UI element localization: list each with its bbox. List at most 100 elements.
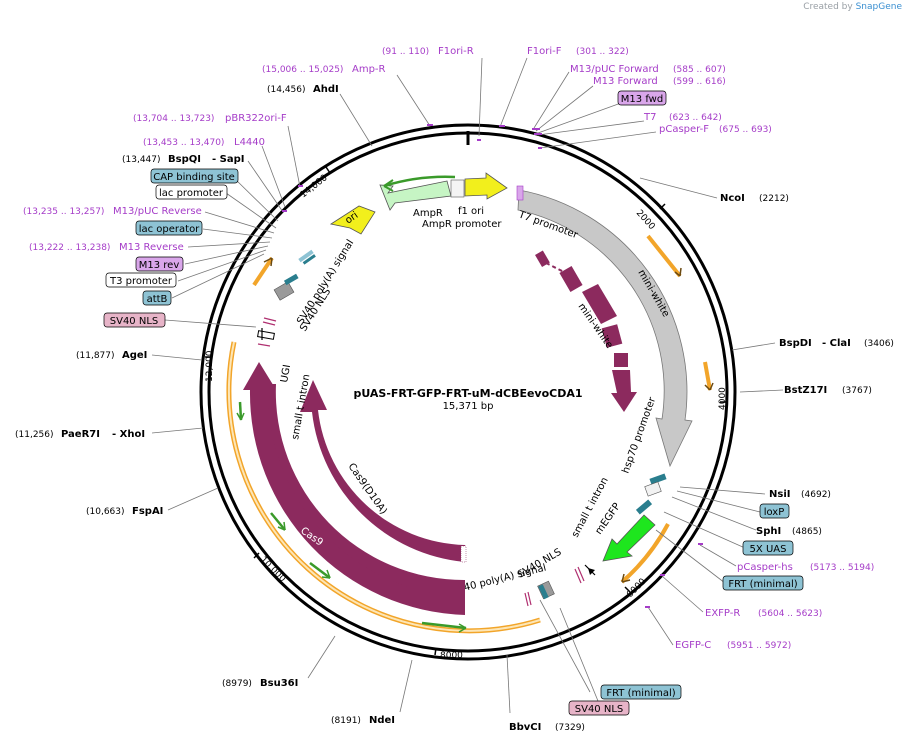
f1ori-arrow [464, 172, 508, 200]
box-lac-operator: lac operator [135, 220, 203, 236]
site-bstz17i: BstZ17I [784, 385, 827, 396]
primer-pos-m13-reverse: (13,222 .. 13,238) [29, 243, 110, 253]
ugi-label: UGI [279, 364, 293, 384]
site-pos-bsu36i: (8979) [222, 679, 252, 689]
ampr-arrow [379, 180, 452, 211]
primer-t7: T7 [643, 112, 656, 123]
primer-f1ori-r: F1ori-R [438, 46, 474, 57]
primer-pos-f1ori-r: (91 .. 110) [382, 47, 429, 57]
box-sv40-nls-left-label: SV40 NLS [110, 316, 159, 327]
ampr-label: AmpR [413, 208, 443, 219]
site-ndei: NdeI [369, 715, 395, 726]
box-5x-uas-label: 5X UAS [750, 544, 787, 555]
primer-markers [282, 124, 703, 608]
sv40-polya-top-feature [273, 281, 295, 301]
box-loxp: loxP [759, 503, 790, 519]
lox-feature [649, 473, 667, 485]
box-loxp-label: loxP [764, 507, 785, 518]
site-sphi: SphI [756, 526, 781, 537]
box-lac-operator-label: lac operator [139, 224, 200, 235]
box-sv40-nls-bottom-label: SV40 NLS [575, 704, 624, 715]
site-bbvci: BbvCI [509, 722, 541, 733]
site-bspdi: BspDI [779, 338, 812, 349]
site-sapi: - SapI [212, 154, 244, 165]
box-t3-label: T3 promoter [109, 276, 173, 287]
primer-f1ori-f: F1ori-F [527, 46, 562, 57]
box-5x-uas: 5X UAS [742, 540, 794, 556]
site-pos-bstz17i: (3767) [842, 386, 872, 396]
orf-arc-left [252, 256, 274, 287]
plasmid-name: pUAS-FRT-GFP-FRT-uM-dCBEevoCDA1 [353, 387, 582, 400]
box-lac-promoter: lac promoter [155, 184, 228, 200]
orf-arc [703, 361, 712, 391]
site-pos-bspdi: (3406) [864, 339, 894, 349]
box-frt-bottom: FRT (minimal) [600, 684, 682, 700]
ori-arrow [329, 205, 376, 235]
site-agei: AgeI [122, 350, 147, 361]
primer-pos-exfp-r: (5604 .. 5623) [758, 609, 822, 619]
box-lac-promoter-label: lac promoter [159, 188, 224, 199]
primer-m13-reverse: M13 Reverse [119, 242, 184, 253]
box-m13-fwd-label: M13 fwd [621, 94, 663, 105]
tick-label: 10,000 [258, 555, 288, 585]
cas9-d10a-arrow [300, 380, 465, 562]
tick-label: 8000 [440, 651, 463, 661]
box-sv40-nls-left: SV40 NLS [103, 312, 166, 328]
site-pos-sphi: (4865) [792, 527, 822, 537]
box-attb-label: attB [147, 294, 168, 305]
site-nsii: NsiI [769, 489, 790, 500]
primer-pos-pcasper-f: (675 .. 693) [719, 125, 772, 135]
box-m13-rev: M13 rev [135, 256, 184, 272]
site-paer7i: PaeR7I [61, 429, 100, 440]
primer-pos-m13-puc-reverse: (13,235 .. 13,257) [23, 207, 104, 217]
site-pos-fspai: (10,663) [86, 507, 125, 517]
t7-primer-marker [516, 185, 524, 201]
site-ncoi: NcoI [720, 193, 745, 204]
box-attb: attB [142, 290, 172, 306]
tick-label: 4000 [718, 387, 728, 410]
site-bsu36i: Bsu36I [260, 678, 298, 689]
box-sv40-nls-bottom: SV40 NLS [568, 700, 630, 716]
leader-lines [151, 57, 784, 714]
site-ahdi: AhdI [313, 84, 339, 95]
primer-egfp-c: EGFP-C [675, 640, 711, 651]
primer-m13-puc-forward: M13/pUC Forward [570, 64, 659, 75]
megfp-arrow [602, 514, 656, 562]
primer-pos-egfp-c: (5951 .. 5972) [727, 641, 791, 651]
site-pos-ahdi: (14,456) [267, 85, 306, 95]
megfp-orf [620, 523, 670, 584]
megfp-label: mEGFP [593, 501, 622, 536]
primer-pos-pbr322ori-f: (13,704 .. 13,723) [133, 114, 214, 124]
primer-m13-puc-reverse: M13/pUC Reverse [113, 206, 202, 217]
box-frt-right-label: FRT (minimal) [728, 579, 797, 590]
site-fspai: FspAI [132, 506, 163, 517]
primer-pcasper-f: pCasper-F [659, 124, 709, 135]
ampr-orf-arrow [383, 175, 456, 188]
site-pos-agei: (11,877) [76, 351, 115, 361]
primer-pos-m13-forward: (599 .. 616) [673, 77, 726, 87]
tick-marks [205, 166, 727, 656]
primer-pos-l4440: (13,453 .. 13,470) [143, 138, 224, 148]
site-pos-bbvci: (7329) [555, 723, 585, 733]
credit-prefix: Created by [803, 2, 853, 12]
site-bspqi: BspQI [168, 154, 201, 165]
box-m13-fwd: M13 fwd [617, 90, 667, 106]
primer-pos-m13-puc-forward: (585 .. 607) [673, 65, 726, 75]
primer-pos-pcasper-hs: (5173 .. 5194) [810, 563, 874, 573]
box-m13-rev-label: M13 rev [139, 260, 180, 271]
primer-pcasper-hs: pCasper-hs [737, 562, 793, 573]
sv40-nls-mid-label: SV40 NLS [516, 547, 564, 581]
primer-pos-t7: (623 .. 642) [669, 113, 722, 123]
credit-brand: SnapGene [855, 2, 902, 12]
cas9-ugi-arrow [243, 362, 465, 615]
orf-arc [646, 234, 682, 278]
snapgene-credit: Created by SnapGene [803, 2, 902, 12]
f1ori-label: f1 ori [458, 206, 484, 217]
primer-amp-r: Amp-R [352, 64, 386, 75]
primer-pos-f1ori-f: (301 .. 322) [576, 47, 629, 57]
site-xhoi: - XhoI [112, 429, 145, 440]
primer-l4440: L4440 [234, 137, 265, 148]
primer-pbr322ori-f: pBR322ori-F [225, 113, 287, 124]
sv40-polya-top-label: SV40 poly(A) signal [295, 238, 356, 327]
